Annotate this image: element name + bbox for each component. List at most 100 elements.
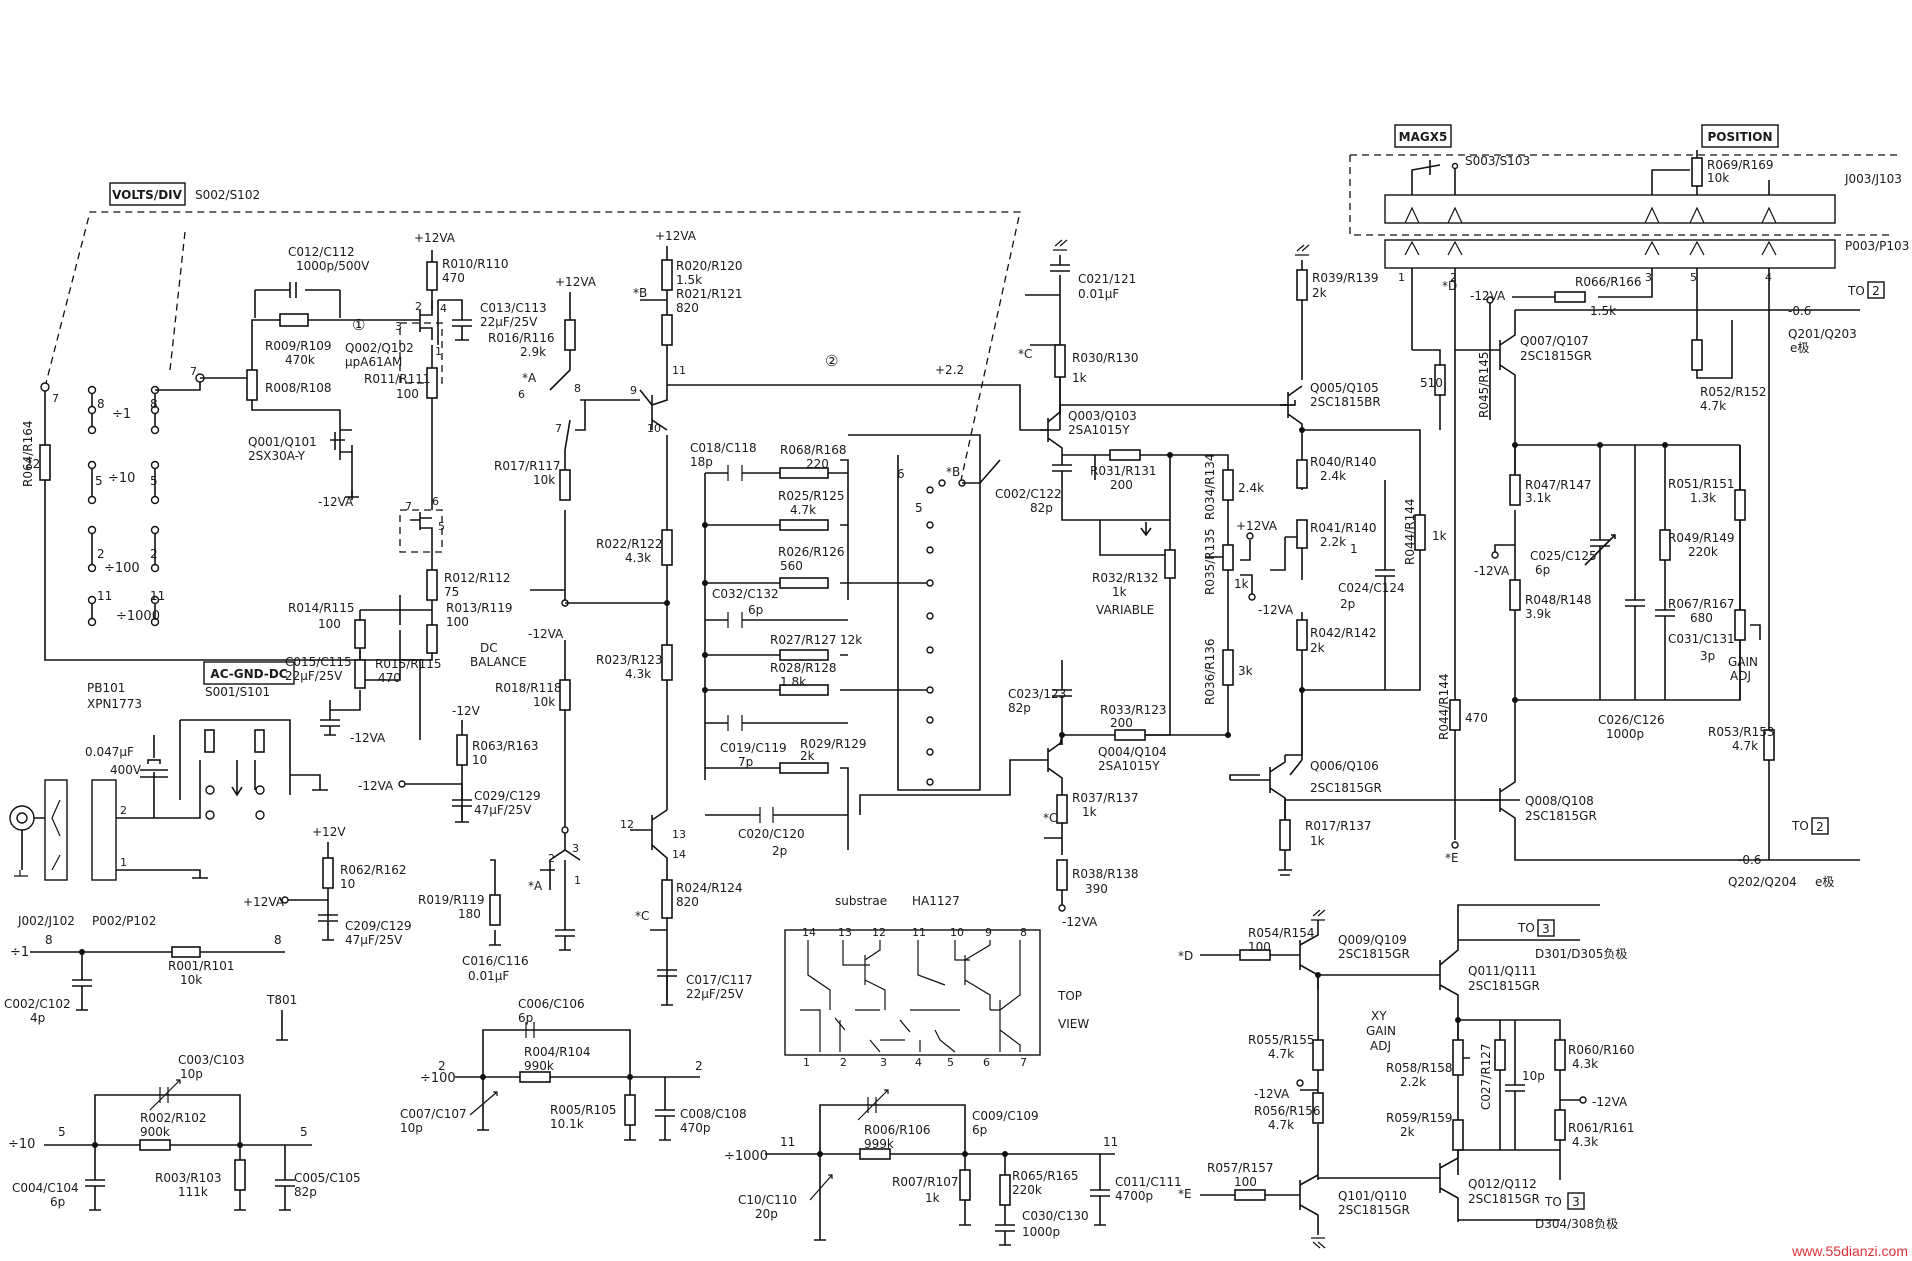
q005-q006-stage: R039/R139 2k Q005/Q105 2SC1815BR R040/R1… [1229, 244, 1520, 876]
p10-label: 10 [647, 422, 661, 435]
r034-label: R034/R134 [1203, 453, 1217, 520]
r055-label: R055/R155 [1248, 1033, 1315, 1047]
r065v-label: 220k [1012, 1183, 1042, 1197]
m12va-label: -12VA [1470, 289, 1506, 303]
d304-label: D304/308负极 [1535, 1217, 1618, 1231]
c030v-label: 1000p [1022, 1225, 1060, 1239]
p11-label: 11 [97, 589, 112, 603]
q006-label: Q006/Q106 [1310, 759, 1379, 773]
p8-label: 8 [274, 933, 282, 947]
r006-label: R006/R106 [864, 1123, 931, 1137]
r008-label: R008/R108 [265, 381, 332, 395]
c047v-label: 400V [110, 763, 142, 777]
position-box: POSITION [1701, 124, 1779, 148]
c021-label: C021/121 [1078, 272, 1136, 286]
r056v-label: 4.7k [1268, 1118, 1294, 1132]
r047v-label: 3.1k [1525, 491, 1551, 505]
marker-e-label: *E [1445, 851, 1459, 865]
r052-label: R052/R152 [1700, 385, 1767, 399]
p5-label: 5 [150, 474, 158, 488]
c005v-label: 82p [294, 1185, 317, 1199]
r038v-label: 390 [1085, 882, 1108, 896]
q001-label: Q001/Q101 [248, 435, 317, 449]
c027v-label: 10p [1522, 1069, 1545, 1083]
p1-label: 1 [1398, 271, 1405, 284]
c018-label: C018/C118 [690, 441, 757, 455]
r024-label: R024/R124 [676, 881, 743, 895]
p8-label: 8 [150, 397, 158, 411]
p11-label: 11 [672, 364, 686, 377]
xy-gain-stage: *D R054/R154 100 Q009/Q109 2SC1815GR R05… [1178, 904, 1635, 1249]
r051v-label: 1.3k [1690, 491, 1716, 505]
m12va-label: -12VA [350, 731, 386, 745]
volts-div-label: VOLTS/DIV [112, 188, 183, 202]
q004v-label: 2SA1015Y [1098, 759, 1160, 773]
marker-b-label: *B [946, 465, 960, 479]
r032v-label: 1k [1112, 585, 1127, 599]
c012-label: C012/C112 [288, 245, 355, 259]
p14-label: 14 [672, 848, 686, 861]
c017v-label: 22μF/25V [686, 987, 744, 1001]
r059-label: R059/R159 [1386, 1111, 1453, 1125]
r069-position-pot: R069/R169 10k [1651, 150, 1774, 195]
c209-label: C209/C129 [345, 919, 412, 933]
r069v-label: 10k [1707, 171, 1729, 185]
q009v-label: 2SC1815GR [1338, 947, 1410, 961]
r037-label: R037/R137 [1072, 791, 1139, 805]
p3-label: 3 [880, 1056, 887, 1069]
q008-label: Q008/Q108 [1525, 794, 1594, 808]
s002-label: S002/S102 [195, 188, 260, 202]
marker-d-label: *D [1442, 279, 1457, 293]
r029-label: R029/R129 [800, 737, 867, 751]
r055v-label: 4.7k [1268, 1047, 1294, 1061]
v22-label: +2.2 [935, 363, 964, 377]
c012v-label: 1000p/500V [296, 259, 370, 273]
r020-label: R020/R120 [676, 259, 743, 273]
to-label: TO [1517, 921, 1535, 935]
q101v-label: 2SC1815GR [1338, 1203, 1410, 1217]
q002-label: Q002/Q102 [345, 341, 414, 355]
c020v-label: 2p [772, 844, 787, 858]
r019-label: R019/R119 [418, 893, 485, 907]
r053-label: R053/R153 [1708, 725, 1775, 739]
c013v-label: 22μF/25V [480, 315, 538, 329]
marker-b-label: *B [633, 286, 647, 300]
c026v-label: 1000p [1606, 727, 1644, 741]
c025v-label: 6p [1535, 563, 1550, 577]
p2-label: 2 [120, 804, 127, 817]
c019v-label: 7p [738, 755, 753, 769]
q012v-label: 2SC1815GR [1468, 1192, 1540, 1206]
p2-label: 2 [415, 300, 422, 313]
attenuator-div10: ÷10 5 5 C003/C103 10p R002/R102 900k R00… [8, 1053, 361, 1211]
r017b-label: R017/R137 [1305, 819, 1372, 833]
p13-label: 13 [672, 828, 686, 841]
marker-a-label: *A [522, 371, 537, 385]
m12va-label: -12VA [1592, 1095, 1628, 1109]
q005v-label: 2SC1815BR [1310, 395, 1381, 409]
watermark: www.55dianzi.com [1792, 1243, 1908, 1259]
c209v-label: 47μF/25V [345, 933, 403, 947]
r064-label: R064/R164 [21, 420, 35, 487]
vm06-bot-label: -0.6 [1738, 853, 1761, 867]
c007v-label: 10p [400, 1121, 423, 1135]
c013-label: C013/C113 [480, 301, 547, 315]
q008v-label: 2SC1815GR [1525, 809, 1597, 823]
r015v-label: 470 [378, 671, 401, 685]
r036v-label: 3k [1238, 664, 1253, 678]
c006v-label: 6p [518, 1011, 533, 1025]
m12va-label: -12VA [528, 627, 564, 641]
p002-label: P002/P102 [92, 914, 156, 928]
r044-label: R044/R144 [1403, 498, 1417, 565]
vm06-top-label: -0.6 [1788, 304, 1811, 318]
r067v-label: 680 [1690, 611, 1713, 625]
r040-label: R040/R140 [1310, 455, 1377, 469]
r060v-label: 4.3k [1572, 1057, 1598, 1071]
r033-label: R033/R123 [1100, 703, 1167, 717]
c017-label: C017/C117 [686, 973, 753, 987]
p11-label: 11 [780, 1135, 795, 1149]
p5-label: 5 [438, 520, 445, 533]
c025-label: C025/C125 [1530, 549, 1597, 563]
r017-label: R017/R117 [494, 459, 561, 473]
r041v-label: 2.2k [1320, 535, 1346, 549]
marker-a-label: *A [528, 879, 543, 893]
